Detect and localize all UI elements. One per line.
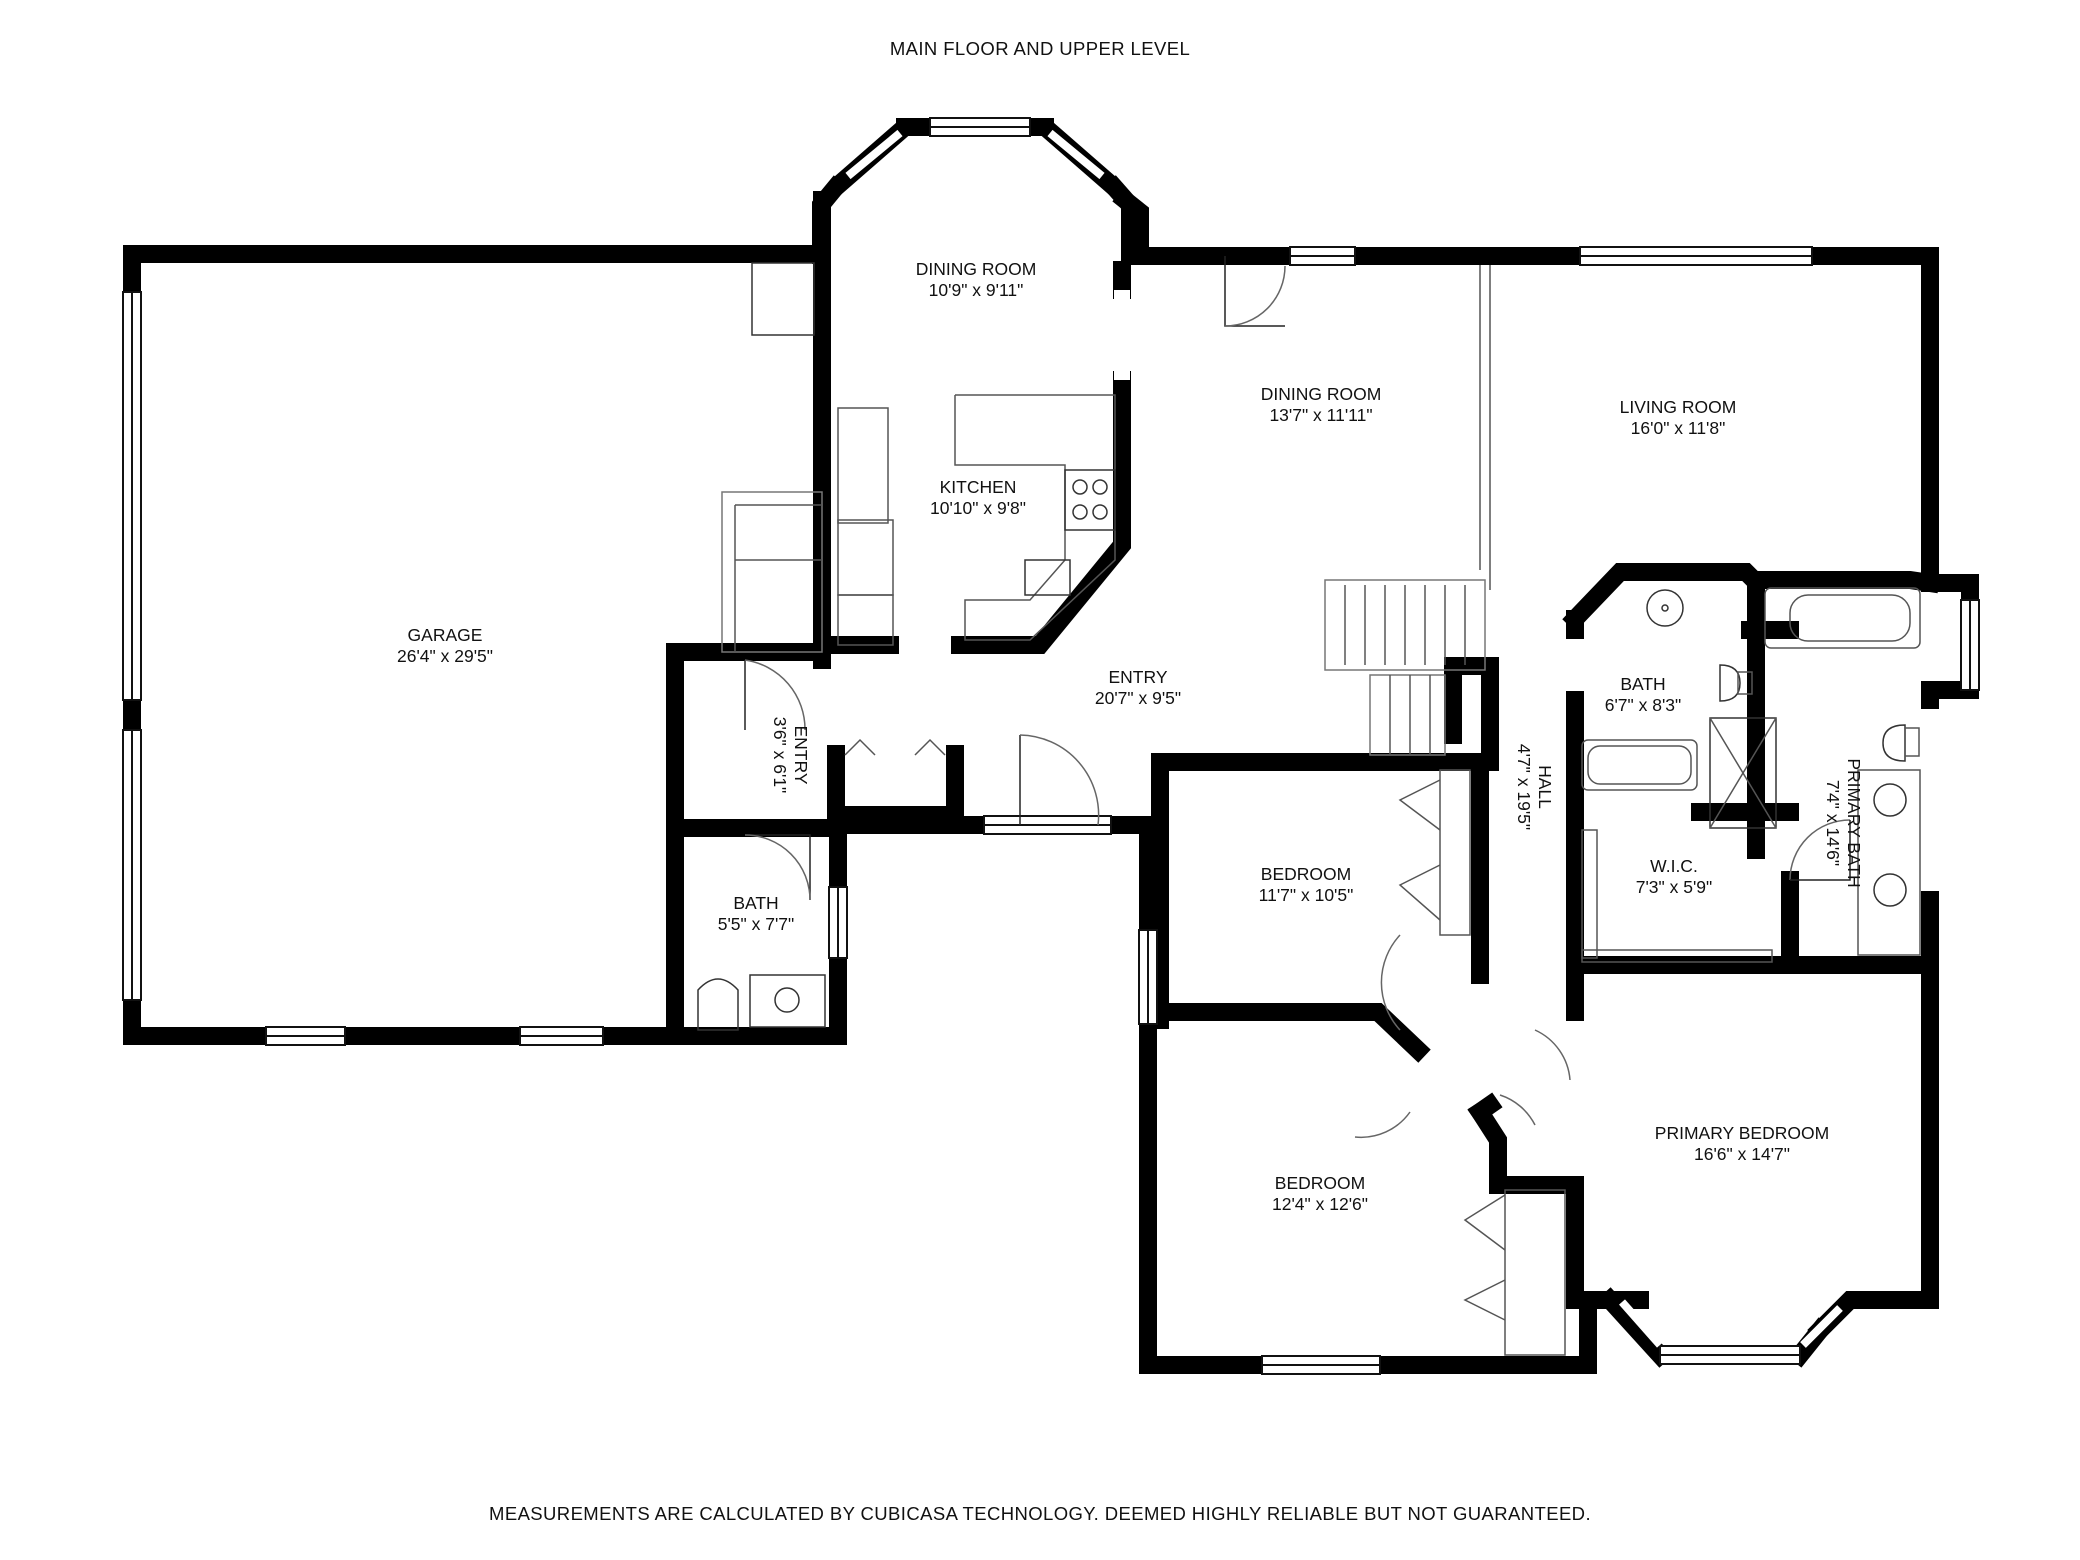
walls	[123, 118, 1979, 1374]
kitchen-dims: 10'10" x 9'8"	[930, 498, 1026, 518]
primary-bath-label: PRIMARY BATH	[1844, 758, 1864, 887]
room-labels: GARAGE 26'4" x 29'5" DINING ROOM 10'9" x…	[397, 259, 1864, 1214]
bedroom-2-dims: 12'4" x 12'6"	[1272, 1194, 1368, 1214]
wic-dims: 7'3" x 5'9"	[1636, 877, 1713, 897]
bedroom-2-label: BEDROOM	[1275, 1173, 1365, 1193]
hall-label: HALL	[1535, 765, 1555, 809]
garage-label: GARAGE	[408, 625, 483, 645]
dining-room-label: DINING ROOM	[1261, 384, 1382, 404]
half-bath-dims: 5'5" x 7'7"	[718, 914, 795, 934]
hall-bath-dims: 6'7" x 8'3"	[1605, 695, 1682, 715]
windows	[122, 117, 1980, 1375]
doors	[744, 256, 1851, 1139]
entry-main-dims: 20'7" x 9'5"	[1095, 688, 1181, 708]
disclaimer: MEASUREMENTS ARE CALCULATED BY CUBICASA …	[489, 1503, 1591, 1524]
dining-room-dims: 13'7" x 11'11"	[1269, 405, 1372, 425]
primary-bath-dims: 7'4" x 14'6"	[1823, 780, 1843, 866]
entry-side-dims: 3'6" x 6'1"	[770, 717, 790, 794]
hall-dims: 4'7" x 19'5"	[1514, 744, 1534, 830]
kitchen-label: KITCHEN	[940, 477, 1017, 497]
plan-title: MAIN FLOOR AND UPPER LEVEL	[889, 38, 1191, 59]
hall-bath-label: BATH	[1620, 674, 1665, 694]
living-room-dims: 16'0" x 11'8"	[1631, 418, 1726, 438]
primary-bedroom-label: PRIMARY BEDROOM	[1655, 1123, 1829, 1143]
bedroom-1-label: BEDROOM	[1261, 864, 1351, 884]
entry-side-label: ENTRY	[791, 726, 811, 785]
living-room-label: LIVING ROOM	[1620, 397, 1737, 417]
garage-dims: 26'4" x 29'5"	[397, 646, 493, 666]
dining-nook-label: DINING ROOM	[916, 259, 1037, 279]
fixtures	[697, 262, 1921, 1356]
dining-nook-dims: 10'9" x 9'11"	[929, 280, 1024, 300]
primary-bedroom-dims: 16'6" x 14'7"	[1694, 1144, 1790, 1164]
bedroom-1-dims: 11'7" x 10'5"	[1259, 885, 1354, 905]
wic-label: W.I.C.	[1650, 856, 1698, 876]
entry-main-label: ENTRY	[1109, 667, 1168, 687]
half-bath-label: BATH	[733, 893, 778, 913]
